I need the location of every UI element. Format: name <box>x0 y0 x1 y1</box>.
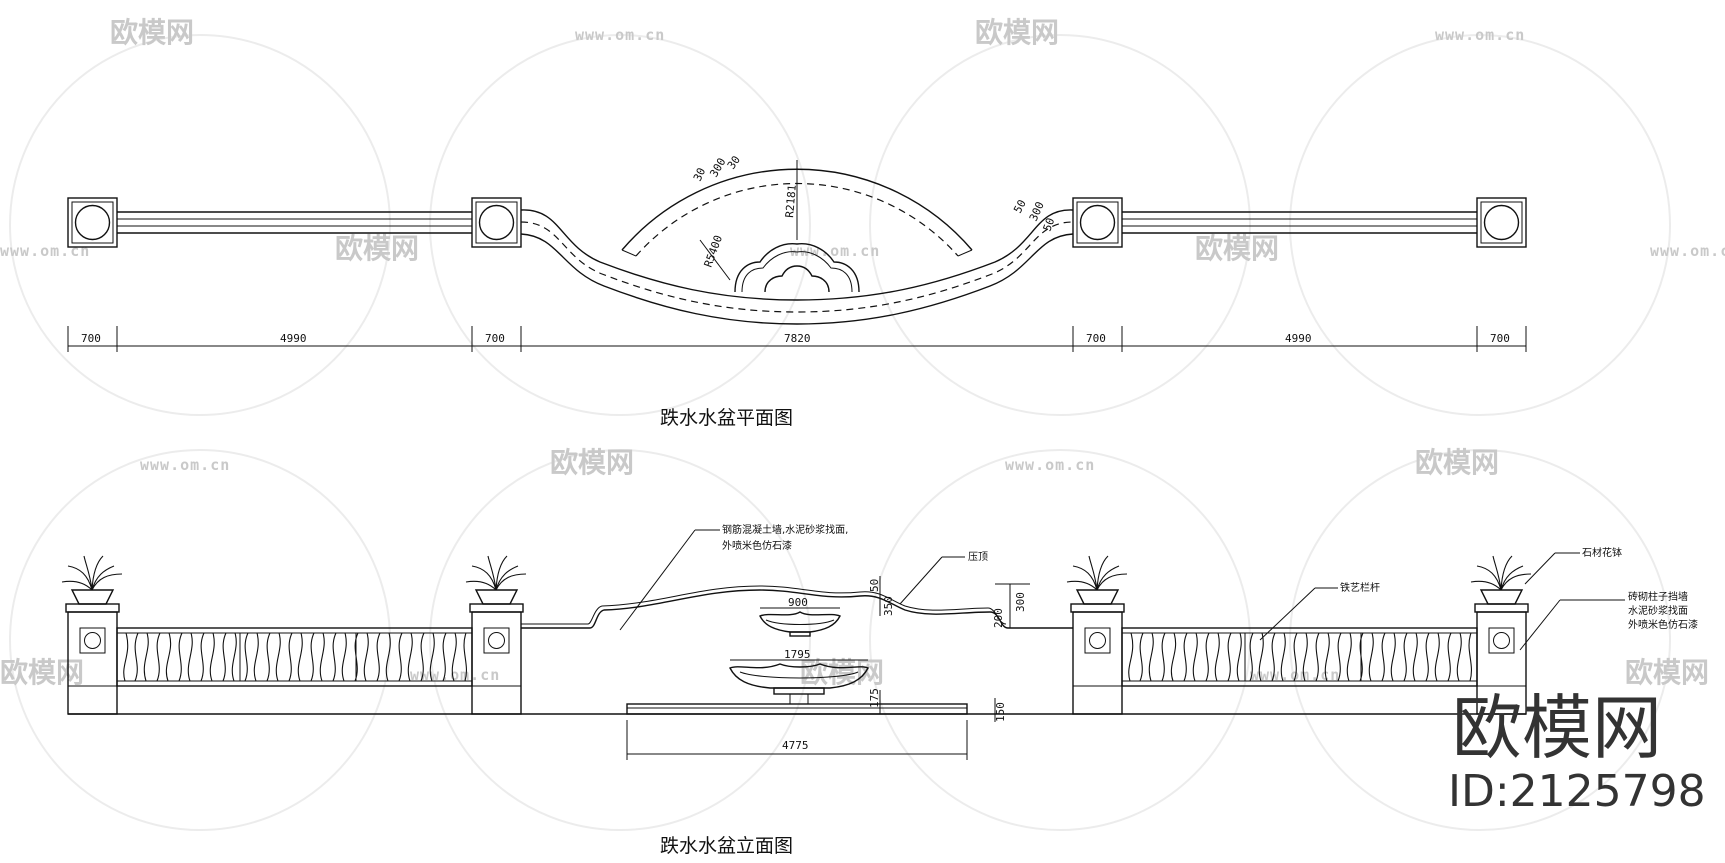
watermark-url: www.om.cn <box>790 242 880 260</box>
elevation-dimensions: 900 1795 4775 50 350 300 200 175 150 <box>626 576 1030 760</box>
plan-pillar <box>1072 197 1123 248</box>
dim-label: 50 <box>868 579 881 592</box>
watermark-layer: 欧模网 www.om.cn 欧模网 www.om.cn www.om.cn 欧模… <box>0 16 1725 831</box>
watermark-brand: 欧模网 <box>110 16 194 49</box>
upper-bowl <box>759 611 841 637</box>
plan-bowl-outer <box>734 243 860 293</box>
plan-pillar <box>471 197 522 248</box>
dim-label: 150 <box>994 702 1007 722</box>
dim-label: 700 <box>1490 332 1510 345</box>
watermark-url: www.om.cn <box>1005 456 1095 474</box>
brand-name: 欧模网 <box>1452 687 1662 769</box>
elevation-pillar-left-inner <box>469 603 524 715</box>
elevation-pillar-right-inner <box>1070 603 1125 715</box>
basin <box>626 703 968 715</box>
plan-pillar <box>1476 197 1527 248</box>
watermark-brand: 欧模网 <box>550 446 634 479</box>
watermark-brand: 欧模网 <box>0 656 84 689</box>
dim-label: 700 <box>485 332 505 345</box>
watermark-url: www.om.cn <box>575 26 665 44</box>
watermark-url: www.om.cn <box>1435 26 1525 44</box>
plan-curved-wall <box>520 209 1074 325</box>
arc-dim-label: 50 <box>1011 198 1029 216</box>
radius-leader <box>699 239 731 281</box>
plan-rail-right <box>1122 211 1477 234</box>
arc-dim-label: 30 <box>691 166 708 184</box>
watermark-url: www.om.cn <box>140 456 230 474</box>
arc-dim-label: 300 <box>707 156 728 180</box>
watermark-brand: 欧模网 <box>1415 446 1499 479</box>
watermark-url: www.om.cn <box>0 242 90 260</box>
planter-icon <box>465 555 527 605</box>
dim-label: 200 <box>992 608 1005 628</box>
dim-label: 350 <box>882 596 895 616</box>
watermark-url: www.om.cn <box>410 666 500 684</box>
radius-label: R5400 <box>702 233 726 269</box>
watermark-brand: 欧模网 <box>975 16 1059 49</box>
arc-dim-label: 30 <box>725 153 743 171</box>
dim-label: 700 <box>81 332 101 345</box>
dim-label: 4990 <box>1285 332 1312 345</box>
dim-label: 4990 <box>280 332 307 345</box>
dim-label: 700 <box>1086 332 1106 345</box>
arc-dim-label: 50 <box>1041 216 1058 233</box>
brand-block: 欧模网 ID:2125798 <box>1448 687 1706 817</box>
dim-label: 4775 <box>782 739 809 752</box>
brand-id: ID:2125798 <box>1448 766 1706 817</box>
note-wall-finish: 外喷米色仿石漆 <box>722 539 792 552</box>
watermark-brand: 欧模网 <box>335 232 419 265</box>
note-railing: 铁艺栏杆 <box>1340 581 1380 594</box>
watermark-brand: 欧模网 <box>1625 656 1709 689</box>
dim-label: 175 <box>868 688 881 708</box>
lower-bowl <box>729 663 869 704</box>
note-planter: 石材花钵 <box>1582 546 1622 559</box>
note-coping: 压顶 <box>968 551 988 563</box>
elevation-title: 跌水水盆立面图 <box>660 835 793 857</box>
coping-wall <box>521 585 1073 629</box>
plan-title: 跌水水盆平面图 <box>660 407 793 429</box>
elevation-view: 900 1795 4775 50 350 300 200 175 150 钢筋混… <box>61 523 1698 857</box>
planter-icon <box>61 555 123 605</box>
railing-left <box>116 627 473 687</box>
watermark-url: www.om.cn <box>1650 242 1725 260</box>
plan-pillar <box>67 197 118 248</box>
note-pillar: 砖砌柱子挡墙 <box>1628 590 1688 603</box>
dim-label: 300 <box>1014 592 1027 612</box>
watermark-brand: 欧模网 <box>1195 232 1279 265</box>
dim-label: 7820 <box>784 332 811 345</box>
dim-label: 1795 <box>784 648 811 661</box>
note-pillar-finish: 水泥砂浆找面 <box>1628 604 1688 617</box>
planter-icon <box>1470 555 1532 605</box>
radius-label: R2181 <box>783 184 799 218</box>
leader-notes: 钢筋混凝土墙,水泥砂浆找面, 外喷米色仿石漆 压顶 铁艺栏杆 石材花钵 砖砌柱子… <box>619 523 1698 651</box>
planter-icon <box>1066 555 1128 605</box>
plan-view: R2181 R5400 30 300 30 50 300 50 700 4990… <box>67 153 1527 429</box>
plan-dimension-line: 700 4990 700 7820 700 4990 700 <box>67 326 1527 352</box>
note-pillar-paint: 外喷米色仿石漆 <box>1628 618 1698 631</box>
railing-right <box>1121 627 1478 687</box>
dim-label: 900 <box>788 596 808 609</box>
plan-rail-left <box>117 211 472 234</box>
watermark-brand: 欧模网 <box>800 656 884 689</box>
note-wall: 钢筋混凝土墙,水泥砂浆找面, <box>722 523 848 536</box>
plan-bowl-inner <box>764 265 830 293</box>
